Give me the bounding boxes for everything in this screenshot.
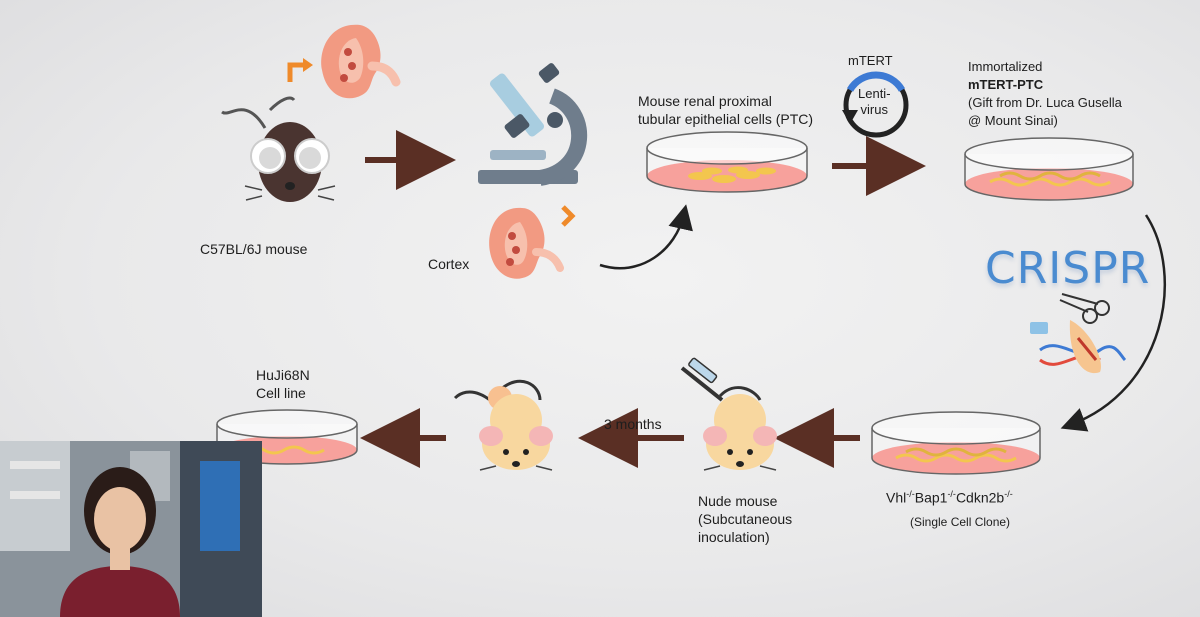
nude-line2: (Subcutaneous	[698, 511, 793, 527]
ptc-dish-icon	[646, 131, 808, 193]
immortalized-label: Immortalized mTERT-PTC (Gift from Dr. Lu…	[968, 58, 1122, 130]
cell-line-line2: Cell line	[256, 385, 306, 401]
scissors-dna-icon	[1030, 293, 1127, 374]
presenter-video-graphic	[0, 441, 262, 617]
mouse-strain-label: C57BL/6J mouse	[200, 241, 308, 257]
nude-line3: inoculation)	[698, 529, 770, 545]
tumor-mouse-icon	[453, 379, 553, 471]
genotype-label: Vhl-/-Bap1-/-Cdkn2b-/-	[886, 485, 1013, 507]
mtert-label: mTERT	[848, 53, 893, 68]
duration-label: 3 months	[604, 416, 662, 432]
ptc-label-line1: Mouse renal proximal	[638, 93, 772, 109]
orange-arrow-icon	[287, 62, 305, 82]
lentivirus-label: Lenti- virus	[858, 86, 891, 118]
lentivirus-icon	[842, 71, 909, 138]
immortalized-line3: (Gift from Dr. Luca Gusella	[968, 95, 1122, 110]
lentivirus-label-line2: virus	[860, 102, 888, 117]
genotype-bap1-sup: -/-	[947, 489, 956, 499]
genotype-cdkn2b-sup: -/-	[1004, 489, 1013, 499]
ptc-label: Mouse renal proximal tubular epithelial …	[638, 92, 813, 128]
microscope-icon	[478, 63, 588, 186]
genotype-cdkn2b: Cdkn2b	[955, 489, 1005, 506]
immortalized-line1: Immortalized	[968, 59, 1043, 74]
genotype-vhl-sup: -/-	[906, 489, 915, 499]
genotype-vhl: Vhl	[886, 489, 907, 506]
cortex-label: Cortex	[428, 256, 470, 272]
knockout-dish-icon	[871, 411, 1041, 475]
genotype-bap1: Bap1	[914, 489, 948, 506]
mtert-ptc-dish-icon	[964, 137, 1134, 201]
orange-chevron-icon	[561, 205, 576, 227]
kidney-icon	[321, 24, 401, 99]
curved-arrow-2	[1060, 214, 1166, 432]
immortalized-line4: @ Mount Sinai)	[968, 113, 1058, 128]
cell-line-line1: HuJi68N	[256, 367, 310, 383]
presenter-video	[0, 441, 262, 617]
cortex-kidney-icon	[489, 207, 564, 279]
nude-mouse-label: Nude mouse (Subcutaneous inoculation)	[698, 492, 792, 546]
black-mouse-icon	[221, 96, 336, 202]
lentivirus-label-line1: Lenti-	[858, 86, 891, 101]
immortalized-line2: mTERT-PTC	[968, 77, 1044, 92]
single-clone-label: (Single Cell Clone)	[910, 515, 1011, 529]
cell-line-label: HuJi68N Cell line	[256, 366, 310, 402]
nude-mouse-syringe-icon	[680, 357, 777, 471]
nude-line1: Nude mouse	[698, 493, 778, 509]
crispr-title: CRISPR	[985, 243, 1151, 294]
ptc-label-line2: tubular epithelial cells (PTC)	[638, 111, 814, 127]
curved-arrow-1	[599, 204, 693, 270]
